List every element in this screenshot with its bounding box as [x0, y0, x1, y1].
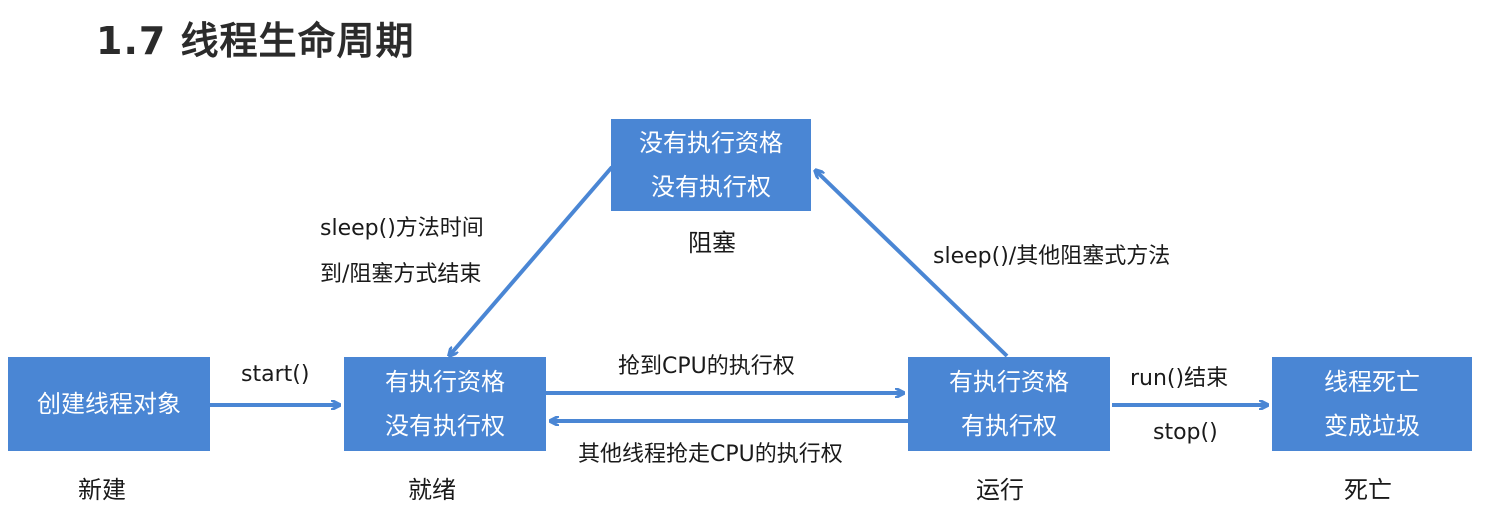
state-dead-line-2: 变成垃圾 — [1324, 412, 1420, 440]
state-box-running: 有执行资格 有执行权 — [908, 357, 1110, 451]
state-running-line-1: 有执行资格 — [949, 368, 1069, 396]
label-from-blocked-1: sleep()方法时间 — [320, 216, 484, 241]
caption-ready: 就绪 — [408, 476, 456, 504]
state-box-blocked: 没有执行资格 没有执行权 — [611, 119, 811, 211]
state-blocked-line-2: 没有执行权 — [651, 173, 771, 201]
label-lose-cpu: 其他线程抢走CPU的执行权 — [578, 442, 843, 467]
caption-dead: 死亡 — [1344, 476, 1392, 504]
label-grab-cpu: 抢到CPU的执行权 — [618, 354, 795, 379]
caption-blocked: 阻塞 — [688, 229, 736, 257]
state-running-line-2: 有执行权 — [961, 412, 1057, 440]
state-box-dead: 线程死亡 变成垃圾 — [1272, 357, 1472, 451]
state-box-new: 创建线程对象 — [8, 357, 210, 451]
state-ready-line-2: 没有执行权 — [385, 412, 505, 440]
label-start: start() — [241, 362, 310, 387]
caption-new: 新建 — [78, 476, 126, 504]
arrow-from-blocked — [449, 165, 614, 356]
state-box-ready: 有执行资格 没有执行权 — [344, 357, 546, 451]
page-title: 1.7 线程生命周期 — [96, 19, 415, 63]
label-run-end: run()结束 — [1130, 366, 1229, 391]
arrow-to-blocked — [815, 170, 1009, 358]
caption-running: 运行 — [976, 476, 1024, 504]
state-new-line-1: 创建线程对象 — [37, 390, 181, 418]
state-ready-line-1: 有执行资格 — [385, 368, 505, 396]
state-dead-line-1: 线程死亡 — [1324, 368, 1420, 396]
state-blocked-line-1: 没有执行资格 — [639, 129, 783, 157]
label-stop: stop() — [1153, 420, 1218, 445]
label-from-blocked-2: 到/阻塞方式结束 — [320, 262, 482, 287]
label-to-blocked: sleep()/其他阻塞式方法 — [933, 244, 1171, 269]
